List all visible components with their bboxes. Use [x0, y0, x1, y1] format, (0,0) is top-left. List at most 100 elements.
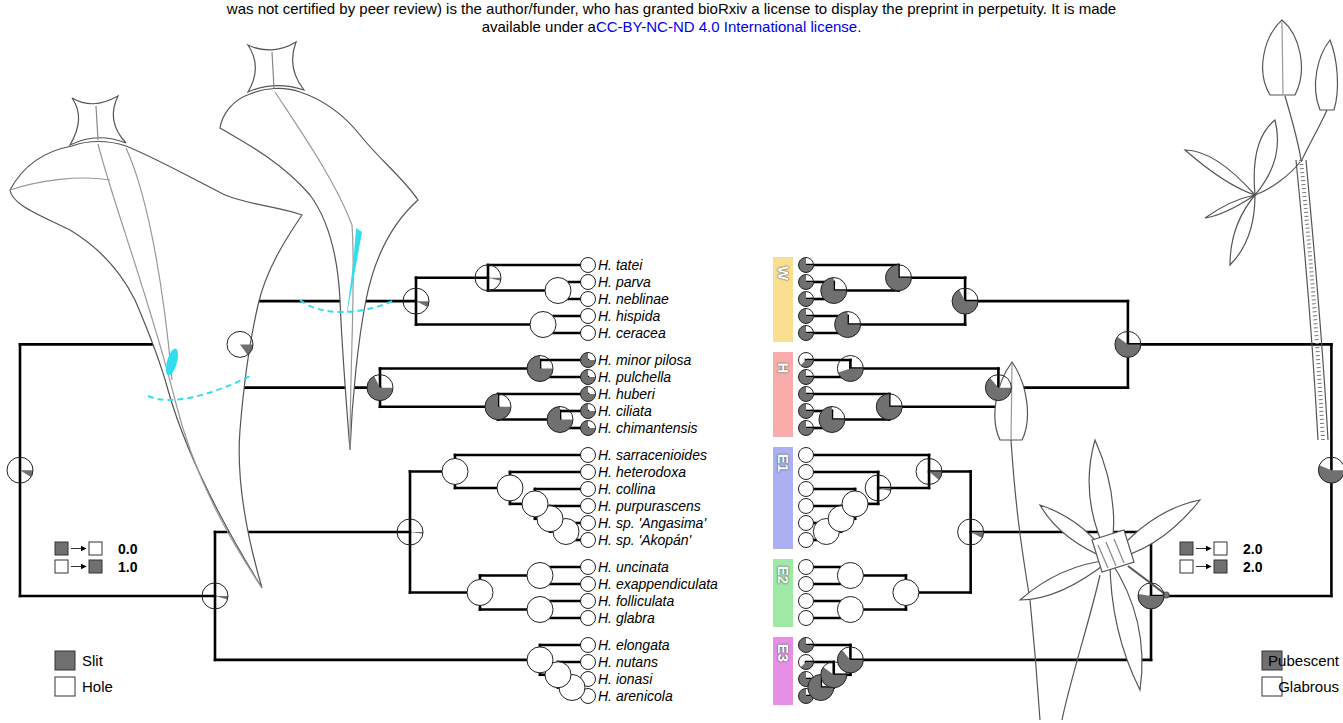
pitcher-illustration-part	[10, 178, 110, 190]
pie-wedge	[581, 404, 596, 419]
pie-outline	[837, 563, 863, 589]
pie-outline	[842, 491, 868, 517]
tree-branch	[1128, 343, 1332, 346]
pie-outline	[522, 491, 548, 517]
legend-label: Slit	[82, 651, 103, 671]
pitcher-illustration-part	[275, 92, 353, 450]
state-pie	[876, 394, 902, 420]
flower-illustration-part	[1205, 195, 1255, 218]
species-name: H. elongata	[598, 636, 670, 654]
pie-outline	[530, 312, 556, 338]
pie-outline	[819, 407, 845, 433]
tree-branch	[416, 276, 488, 279]
transition-rate-key-part	[1180, 560, 1193, 573]
tree-branch	[848, 323, 965, 326]
pie-outline	[403, 288, 429, 314]
pie-outline	[958, 519, 984, 545]
species-name: H. glabra	[598, 609, 655, 627]
state-pie	[799, 258, 814, 273]
pie-outline	[581, 404, 596, 419]
state-pie	[581, 482, 596, 497]
pie-wedge	[581, 421, 596, 436]
tree-branch	[215, 659, 540, 662]
flower-illustration-part	[1301, 160, 1323, 440]
legend-label: Pubescent	[1268, 651, 1339, 671]
pie-outline	[799, 370, 814, 385]
state-pie-part	[799, 387, 814, 402]
pie-wedge	[240, 344, 253, 355]
state-pie	[1115, 331, 1141, 357]
state-pie	[581, 465, 596, 480]
pie-wedge	[819, 407, 845, 433]
pie-outline	[545, 278, 571, 304]
state-pie	[865, 475, 891, 501]
pie-outline	[799, 516, 814, 531]
tree-branch	[850, 659, 1151, 662]
state-pie-part	[547, 407, 573, 433]
state-pie	[581, 655, 596, 670]
clade-label: W	[773, 263, 793, 283]
state-pie-part	[835, 312, 861, 338]
pie-wedge	[799, 638, 814, 653]
tree-branch	[214, 532, 217, 660]
state-pie	[799, 465, 814, 480]
state-pie	[799, 370, 814, 385]
state-pie	[819, 407, 845, 433]
state-pie-part	[799, 292, 814, 307]
pie-outline	[837, 647, 863, 673]
pie-outline	[886, 265, 912, 291]
flower-illustration-part	[1128, 566, 1165, 594]
state-pie-part	[971, 532, 984, 538]
pie-outline	[202, 583, 228, 609]
pie-wedge	[799, 404, 814, 419]
state-pie-part	[240, 344, 253, 355]
pie-outline	[581, 370, 596, 385]
tree-branch	[240, 386, 380, 389]
rate-value: 2.0	[1243, 558, 1262, 576]
state-pie	[799, 482, 814, 497]
state-pie	[799, 560, 814, 575]
species-name: H. folliculata	[598, 592, 674, 610]
pie-wedge	[799, 421, 814, 436]
pie-outline	[916, 458, 942, 484]
pitcher-illustration-part	[272, 52, 274, 88]
pie-outline	[581, 482, 596, 497]
state-pie-part	[488, 278, 501, 281]
clade-band: H	[773, 352, 793, 437]
species-name: H. parva	[598, 273, 651, 291]
state-pie	[799, 275, 814, 290]
state-pie	[527, 647, 553, 673]
pie-outline	[799, 387, 814, 402]
tree-branch	[806, 264, 899, 267]
pie-outline	[581, 533, 596, 548]
state-pie	[821, 278, 847, 304]
state-pie	[837, 597, 863, 623]
pie-outline	[581, 499, 596, 514]
state-pie	[367, 375, 393, 401]
pie-outline	[1115, 331, 1141, 357]
pie-outline	[581, 638, 596, 653]
species-name: H. minor pilosa	[598, 351, 691, 369]
license-note: was not certified by peer review) is the…	[0, 0, 1343, 18]
state-pie	[581, 292, 596, 307]
tree-branch	[416, 323, 543, 326]
pie-wedge	[799, 326, 814, 341]
pie-outline	[581, 387, 596, 402]
state-pie-part	[581, 387, 596, 402]
state-pie	[403, 288, 429, 314]
pie-outline	[799, 421, 814, 436]
flower-illustration-part	[1263, 20, 1302, 95]
license-line: available under aCC-BY-NC-ND 4.0 Interna…	[0, 18, 1343, 36]
state-pie-part	[799, 638, 814, 653]
pie-outline	[581, 353, 596, 368]
state-pie-part	[821, 278, 847, 304]
pie-outline	[799, 482, 814, 497]
state-pie	[799, 387, 814, 402]
pie-wedge	[835, 312, 861, 338]
flower-illustration-part	[1110, 560, 1142, 690]
state-pie	[581, 516, 596, 531]
pie-outline	[876, 394, 902, 420]
state-pie	[581, 421, 596, 436]
state-pie	[527, 356, 553, 382]
pie-wedge	[416, 301, 429, 307]
